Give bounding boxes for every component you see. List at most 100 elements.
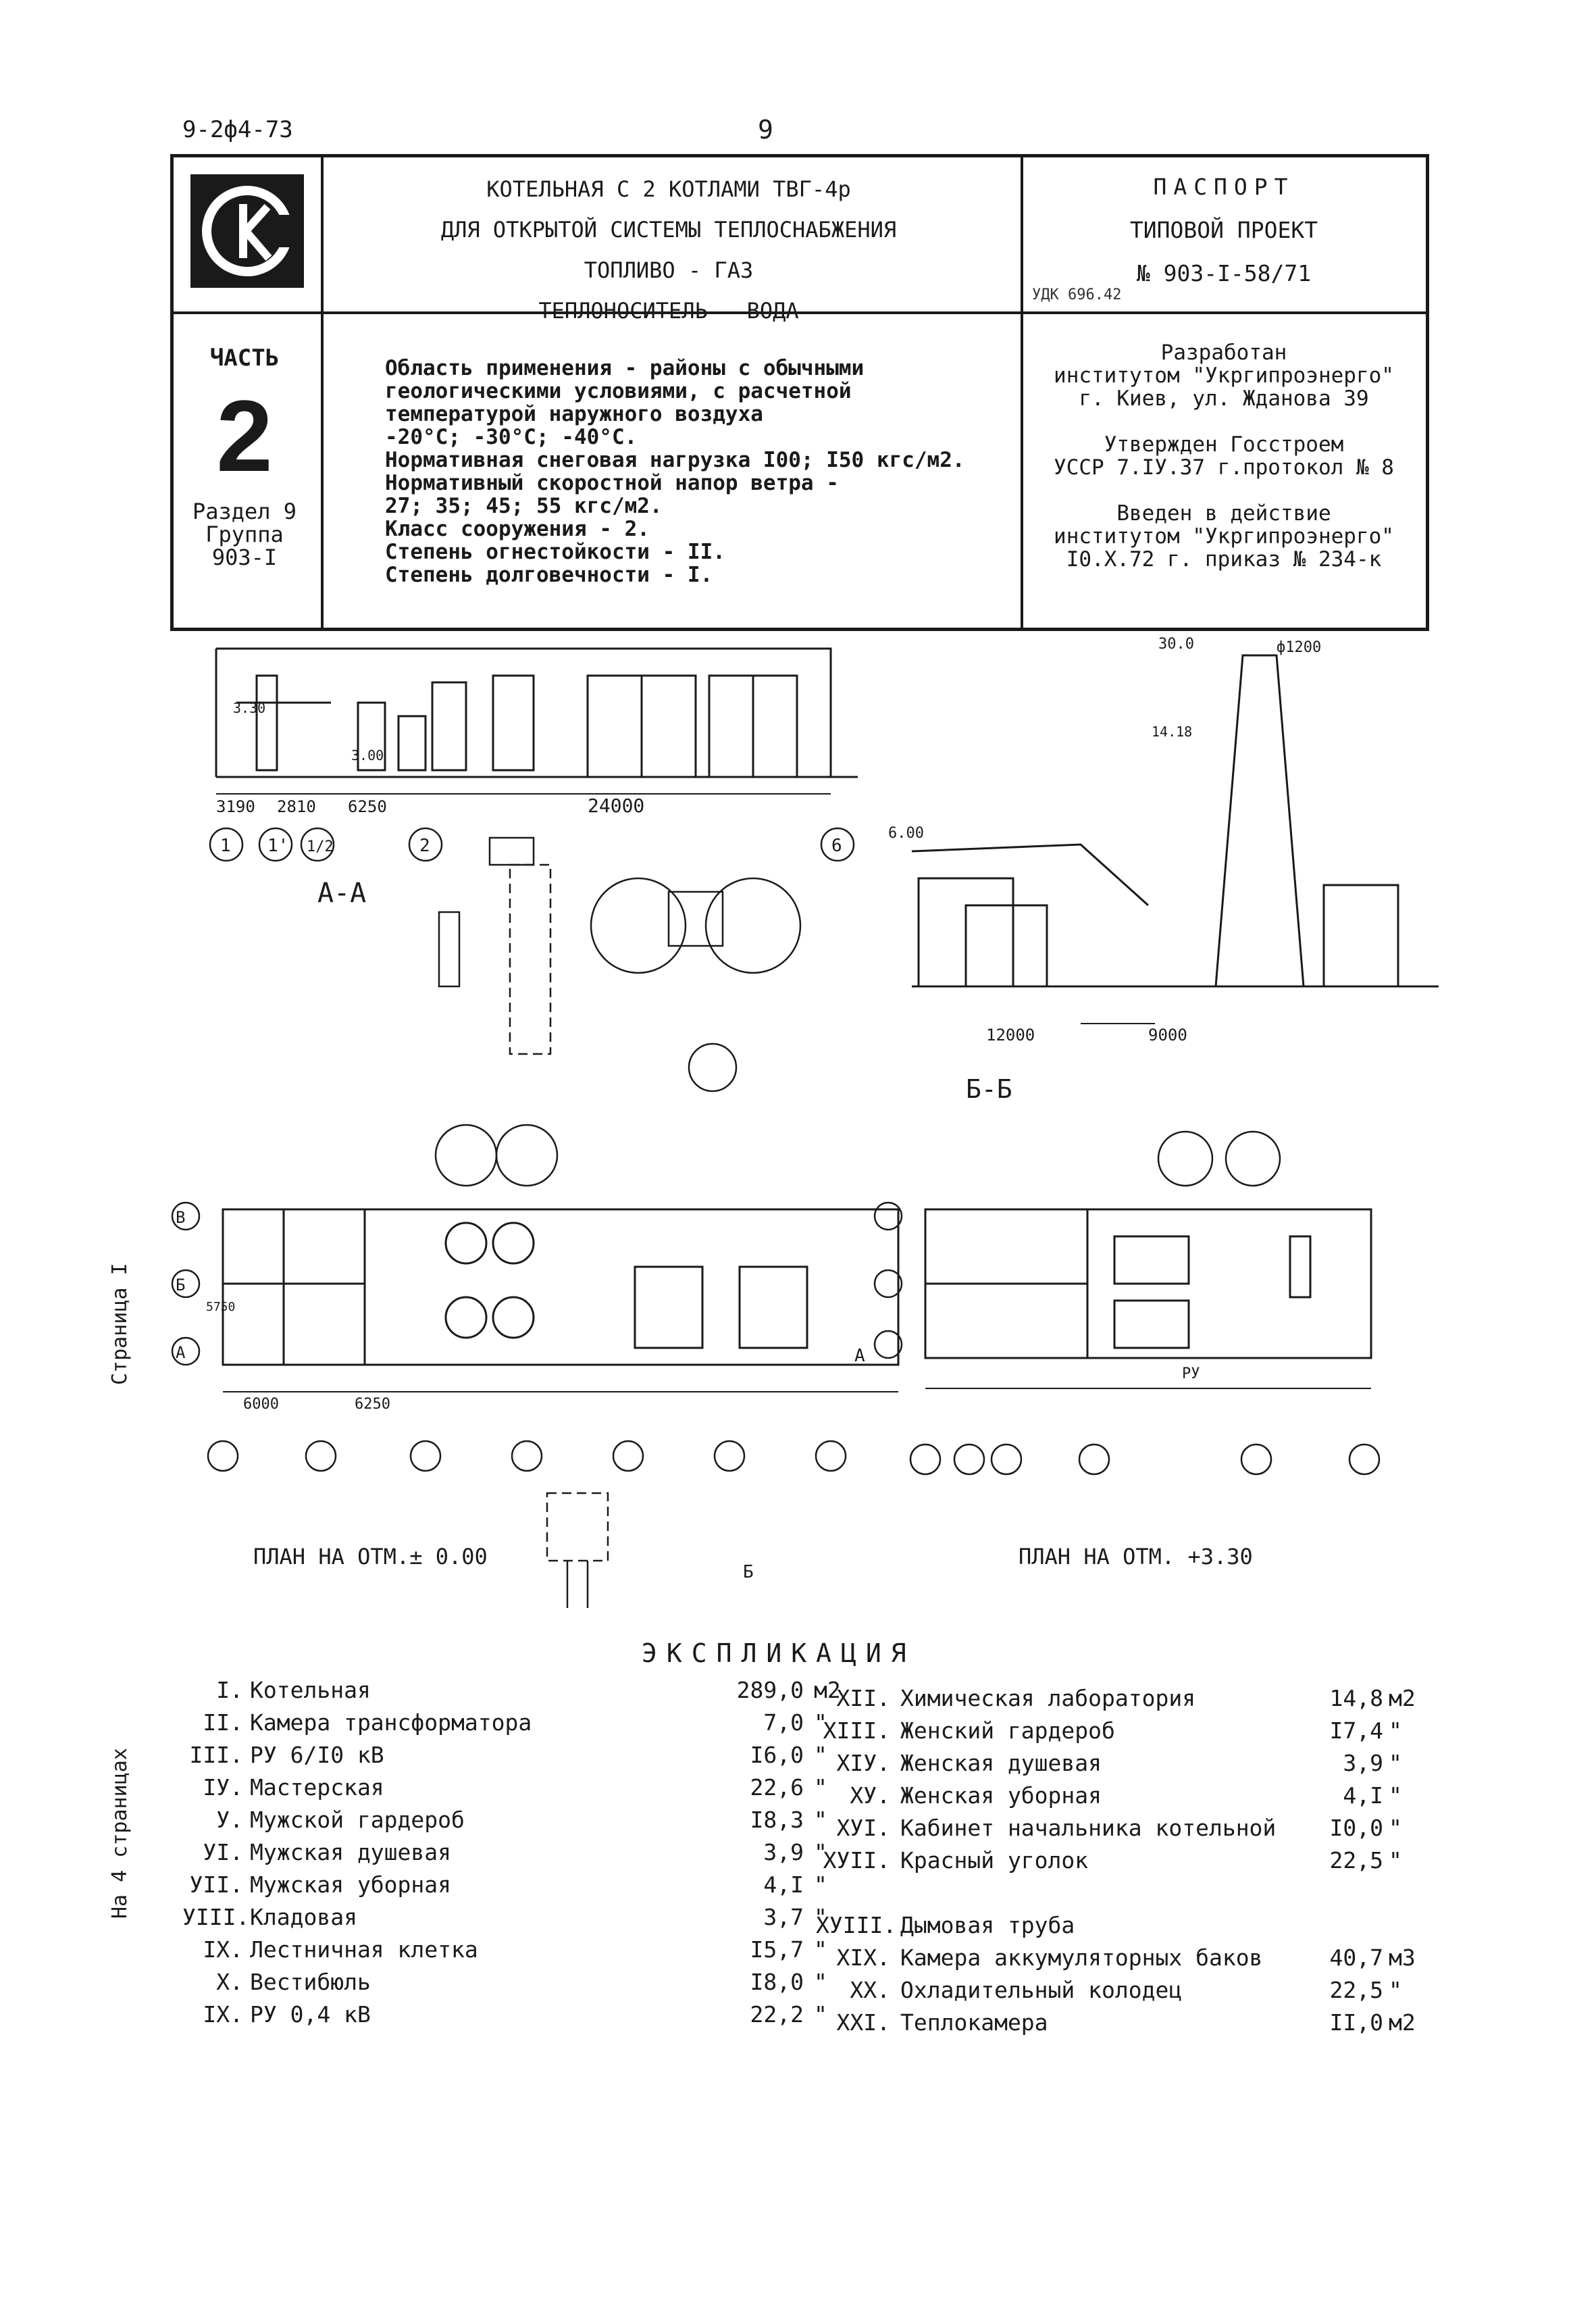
axis-markers-plan0	[171, 1201, 847, 1472]
side-total-label: На 4 страницах	[108, 1748, 132, 1919]
explication-name: Мастерская	[250, 1774, 384, 1801]
explication-row: XУIII.Дымовая труба	[816, 1909, 1417, 1942]
explication-unit: "	[814, 1807, 827, 1833]
explication-unit: "	[1389, 1847, 1402, 1873]
explication-num: XII.	[836, 1685, 890, 1711]
explication-num: XXI.	[836, 2009, 890, 2036]
frame-divider-h	[174, 311, 1427, 314]
axis-markers-plan3	[873, 1201, 1381, 1476]
explication-area: I8,3	[750, 1807, 804, 1833]
explication-num: II.	[203, 1709, 243, 1736]
frame-divider-1	[321, 157, 324, 629]
explication-unit: "	[814, 1904, 827, 1930]
title-line-4: ТЕПЛОНОСИТЕЛЬ - ВОДА	[538, 298, 799, 324]
part-number: 2	[216, 379, 273, 493]
explication-area: I0,0	[1329, 1815, 1383, 1841]
project-number: № 903-I-58/71	[1136, 260, 1312, 286]
explication-name: Мужская уборная	[250, 1871, 452, 1898]
udk-code: УДК 696.42	[1032, 286, 1122, 303]
explication-unit: "	[1389, 1717, 1402, 1744]
explication-area: 22,6	[750, 1774, 804, 1801]
explication-area: 3,9	[1343, 1750, 1383, 1776]
axis-2: 2	[419, 836, 430, 856]
explication-area: 4,I	[763, 1871, 804, 1898]
axis-markers-aa	[209, 827, 855, 862]
section-bb-label: Б-Б	[966, 1074, 1012, 1104]
explication-num: УII.	[189, 1871, 243, 1898]
explication-area: 22,5	[1329, 1847, 1383, 1873]
explication-gap	[816, 1877, 1417, 1909]
explication-num: XУI.	[836, 1815, 890, 1841]
explication-area: 14,8	[1329, 1685, 1383, 1711]
elev-3-30: 3.30	[233, 700, 265, 716]
explication-unit: "	[814, 2001, 827, 2028]
part-label: ЧАСТЬ	[209, 345, 280, 372]
heat-chamber	[546, 1492, 609, 1608]
explication-unit: "	[1389, 1750, 1402, 1776]
explication-area: II,0	[1329, 2009, 1383, 2036]
explication-name: Теплокамера	[900, 2009, 1048, 2036]
explication-num: XIII.	[823, 1717, 890, 1744]
explication-area: I5,7	[750, 1936, 804, 1963]
project-title: КОТЕЛЬНАЯ С 2 КОТЛАМИ ТВГ-4р ДЛЯ ОТКРЫТО…	[324, 169, 1013, 331]
explication-num: XIX.	[836, 1944, 890, 1971]
explication-unit: м2	[1389, 1685, 1416, 1711]
explication-unit: "	[1389, 1815, 1402, 1841]
explication-unit: м3	[1389, 1944, 1416, 1971]
part-block: ЧАСТЬ 2 Раздел 9 Группа 903-I	[177, 345, 312, 569]
title-line-2: ДЛЯ ОТКРЫТОЙ СИСТЕМЫ ТЕПЛОСНАБЖЕНИЯ	[440, 217, 897, 243]
plan-0-00	[222, 1208, 900, 1392]
explication-unit: "	[814, 1839, 827, 1865]
explication-area: 3,9	[763, 1839, 804, 1865]
explication-num: X.	[216, 1969, 243, 1995]
explication-area: 4,I	[1343, 1782, 1383, 1809]
dim-2810: 2810	[277, 797, 316, 816]
plan-3-30	[924, 1208, 1372, 1389]
explication-unit: "	[814, 1969, 827, 1995]
explication-num: XУ.	[850, 1782, 890, 1809]
explication-name: РУ 0,4 кВ	[250, 2001, 371, 2028]
elev-14-18: 14.18	[1152, 724, 1192, 740]
row-v: В	[176, 1208, 185, 1227]
explication-area: I8,0	[750, 1969, 804, 1995]
explication-name: Женская уборная	[900, 1782, 1102, 1809]
explication-area: I7,4	[1329, 1717, 1383, 1744]
axis-1-2: 1/2	[307, 838, 334, 855]
axis-1: 1	[220, 836, 231, 856]
specification-text: Область применения - районы с обычными г…	[385, 356, 965, 587]
explication-num: XIУ.	[836, 1750, 890, 1776]
passport-block: ПАСПОРТ ТИПОВОЙ ПРОЕКТ № 903-I-58/71	[1021, 166, 1426, 295]
explication-unit: м2	[814, 1677, 841, 1703]
explication-title: ЭКСПЛИКАЦИЯ	[642, 1638, 916, 1668]
explication-num: IX.	[203, 2001, 243, 2028]
explication-unit: "	[814, 1871, 827, 1898]
explication-unit: "	[814, 1709, 827, 1736]
section-aa-label: А-А	[317, 878, 366, 909]
logo-ck-icon	[190, 174, 304, 288]
explication-area: 7,0	[763, 1709, 804, 1736]
dim-5750: 5750	[206, 1300, 235, 1314]
explication-num: УIII.	[182, 1904, 250, 1930]
dim-24000: 24000	[588, 795, 644, 817]
row-b: Б	[176, 1276, 185, 1294]
explication-num: XУIII.	[816, 1912, 897, 1938]
explication-name: РУ 6/I0 кВ	[250, 1742, 384, 1768]
technical-drawing: 3.30 3.00 3190 2810 6250 24000 1 1' 1/2 …	[171, 636, 1439, 1608]
explication-num: IX.	[203, 1936, 243, 1963]
explication-area: 289,0	[736, 1677, 804, 1703]
section-aa-elevation	[215, 647, 858, 795]
document-code: 9-2ф4-73	[182, 116, 293, 143]
project-type: ТИПОВОЙ ПРОЕКТ	[1129, 217, 1318, 243]
